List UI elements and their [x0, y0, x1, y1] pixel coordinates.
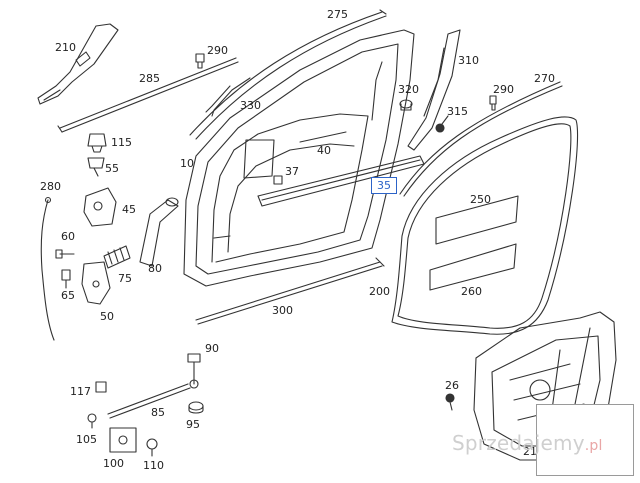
part-60-bolt — [55, 249, 75, 259]
callout-285: 285 — [139, 72, 160, 85]
part-100-plate — [109, 427, 137, 453]
callout-105: 105 — [76, 433, 97, 446]
watermark-tld: .pl — [584, 438, 603, 454]
callout-210-top: 210 — [55, 41, 76, 54]
part-270-upper-seal — [399, 81, 563, 197]
part-290-clip-b — [489, 95, 497, 111]
thumbnail-preview[interactable] — [536, 404, 634, 476]
watermark-brand: Sprzedajemy — [452, 431, 585, 455]
part-330-trim — [205, 77, 251, 117]
callout-60: 60 — [61, 230, 75, 243]
watermark: Sprzedajemy.pl — [452, 431, 603, 455]
callout-90: 90 — [205, 342, 219, 355]
callout-85: 85 — [151, 406, 165, 419]
part-110-screw — [146, 438, 158, 457]
callout-275: 275 — [327, 8, 348, 21]
part-35-rail — [257, 155, 425, 207]
part-115-buffer — [87, 133, 107, 153]
part-315-bolt — [435, 115, 449, 133]
callout-45: 45 — [122, 203, 136, 216]
part-95-nut — [188, 401, 204, 414]
part-285-belt-strip — [57, 57, 239, 133]
callout-117: 117 — [70, 385, 91, 398]
part-26-bolt — [445, 393, 455, 411]
part-200-door-seal — [391, 116, 579, 335]
callout-37: 37 — [285, 165, 299, 178]
part-300-lower-seal — [195, 257, 385, 325]
callout-65: 65 — [61, 289, 75, 302]
callout-290-right: 290 — [493, 83, 514, 96]
part-65-bolt — [61, 269, 71, 289]
callout-95: 95 — [186, 418, 200, 431]
callout-270: 270 — [534, 72, 555, 85]
callout-10: 10 — [180, 157, 194, 170]
callout-320: 320 — [398, 83, 419, 96]
part-310-rear-channel — [407, 29, 461, 151]
callout-26: 26 — [445, 379, 459, 392]
part-10-door-shell — [183, 29, 415, 287]
part-50-bracket — [81, 261, 111, 305]
callout-55: 55 — [105, 162, 119, 175]
callout-310: 310 — [458, 54, 479, 67]
part-45-latch — [83, 187, 117, 227]
callout-280: 280 — [40, 180, 61, 193]
callout-290-left: 290 — [207, 44, 228, 57]
part-320-grommet — [399, 99, 413, 111]
callout-50: 50 — [100, 310, 114, 323]
part-37-clip — [273, 175, 283, 185]
part-80-handle — [139, 197, 179, 267]
callout-40: 40 — [317, 144, 331, 157]
part-260-panel-trim — [429, 243, 517, 291]
part-275-roof-seal — [189, 9, 387, 140]
part-117-clip — [95, 381, 107, 393]
callout-300: 300 — [272, 304, 293, 317]
callout-200: 200 — [369, 285, 390, 298]
callout-115: 115 — [111, 136, 132, 149]
part-250-panel-trim — [435, 195, 519, 245]
callout-250: 250 — [470, 193, 491, 206]
callout-330: 330 — [240, 99, 261, 112]
part-40-frame-label-area — [299, 131, 347, 143]
callout-260: 260 — [461, 285, 482, 298]
callout-80: 80 — [148, 262, 162, 275]
part-75-spring — [103, 245, 131, 269]
callout-110: 110 — [143, 459, 164, 472]
callout-100: 100 — [103, 457, 124, 470]
callout-75: 75 — [118, 272, 132, 285]
part-290-clip-a — [195, 53, 205, 69]
callout-315: 315 — [447, 105, 468, 118]
part-210-channel — [37, 23, 119, 105]
part-85-rod — [107, 379, 199, 419]
part-55-buffer — [87, 157, 105, 177]
part-105-bolt — [87, 413, 97, 429]
part-280-rod — [40, 196, 55, 341]
callout-35-highlighted: 35 — [371, 177, 397, 194]
